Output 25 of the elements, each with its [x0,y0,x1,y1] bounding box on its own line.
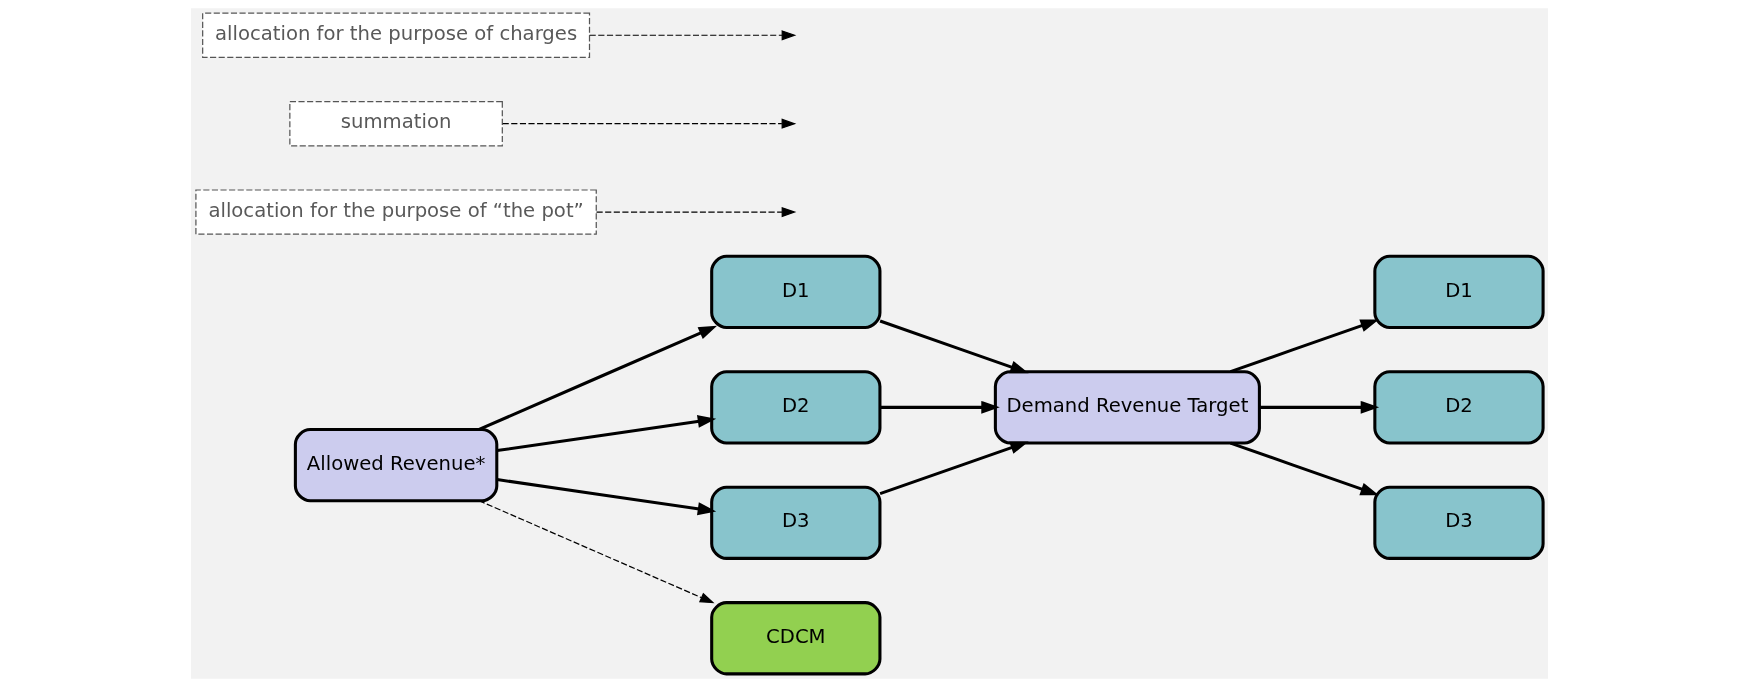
arrow [595,206,797,218]
arrow [478,325,718,431]
arrow [879,441,1029,496]
arrow [496,478,717,516]
arrow [1259,400,1380,414]
node-box: D3 [710,485,882,560]
arrow [1230,441,1379,496]
arrow [880,400,1000,414]
node-box: D3 [1373,485,1545,560]
node-box: D2 [710,370,882,445]
node-box: CDCM [710,601,882,676]
node-box: Demand Revenue Target [993,370,1261,445]
arrow [496,415,717,453]
node-box: allocation for the purpose of “the pot” [195,189,597,235]
arrow [588,30,797,41]
node-box: D1 [1373,254,1545,330]
arrow [1230,319,1379,374]
node-box: summation [289,100,503,147]
arrow [879,319,1029,374]
arrow [502,118,797,129]
node-box: Allowed Revenue* [293,427,499,503]
arrow [478,500,715,604]
node-box: allocation for the purpose of charges [202,12,591,58]
node-box: D1 [710,254,882,330]
node-box: D2 [1373,370,1545,445]
